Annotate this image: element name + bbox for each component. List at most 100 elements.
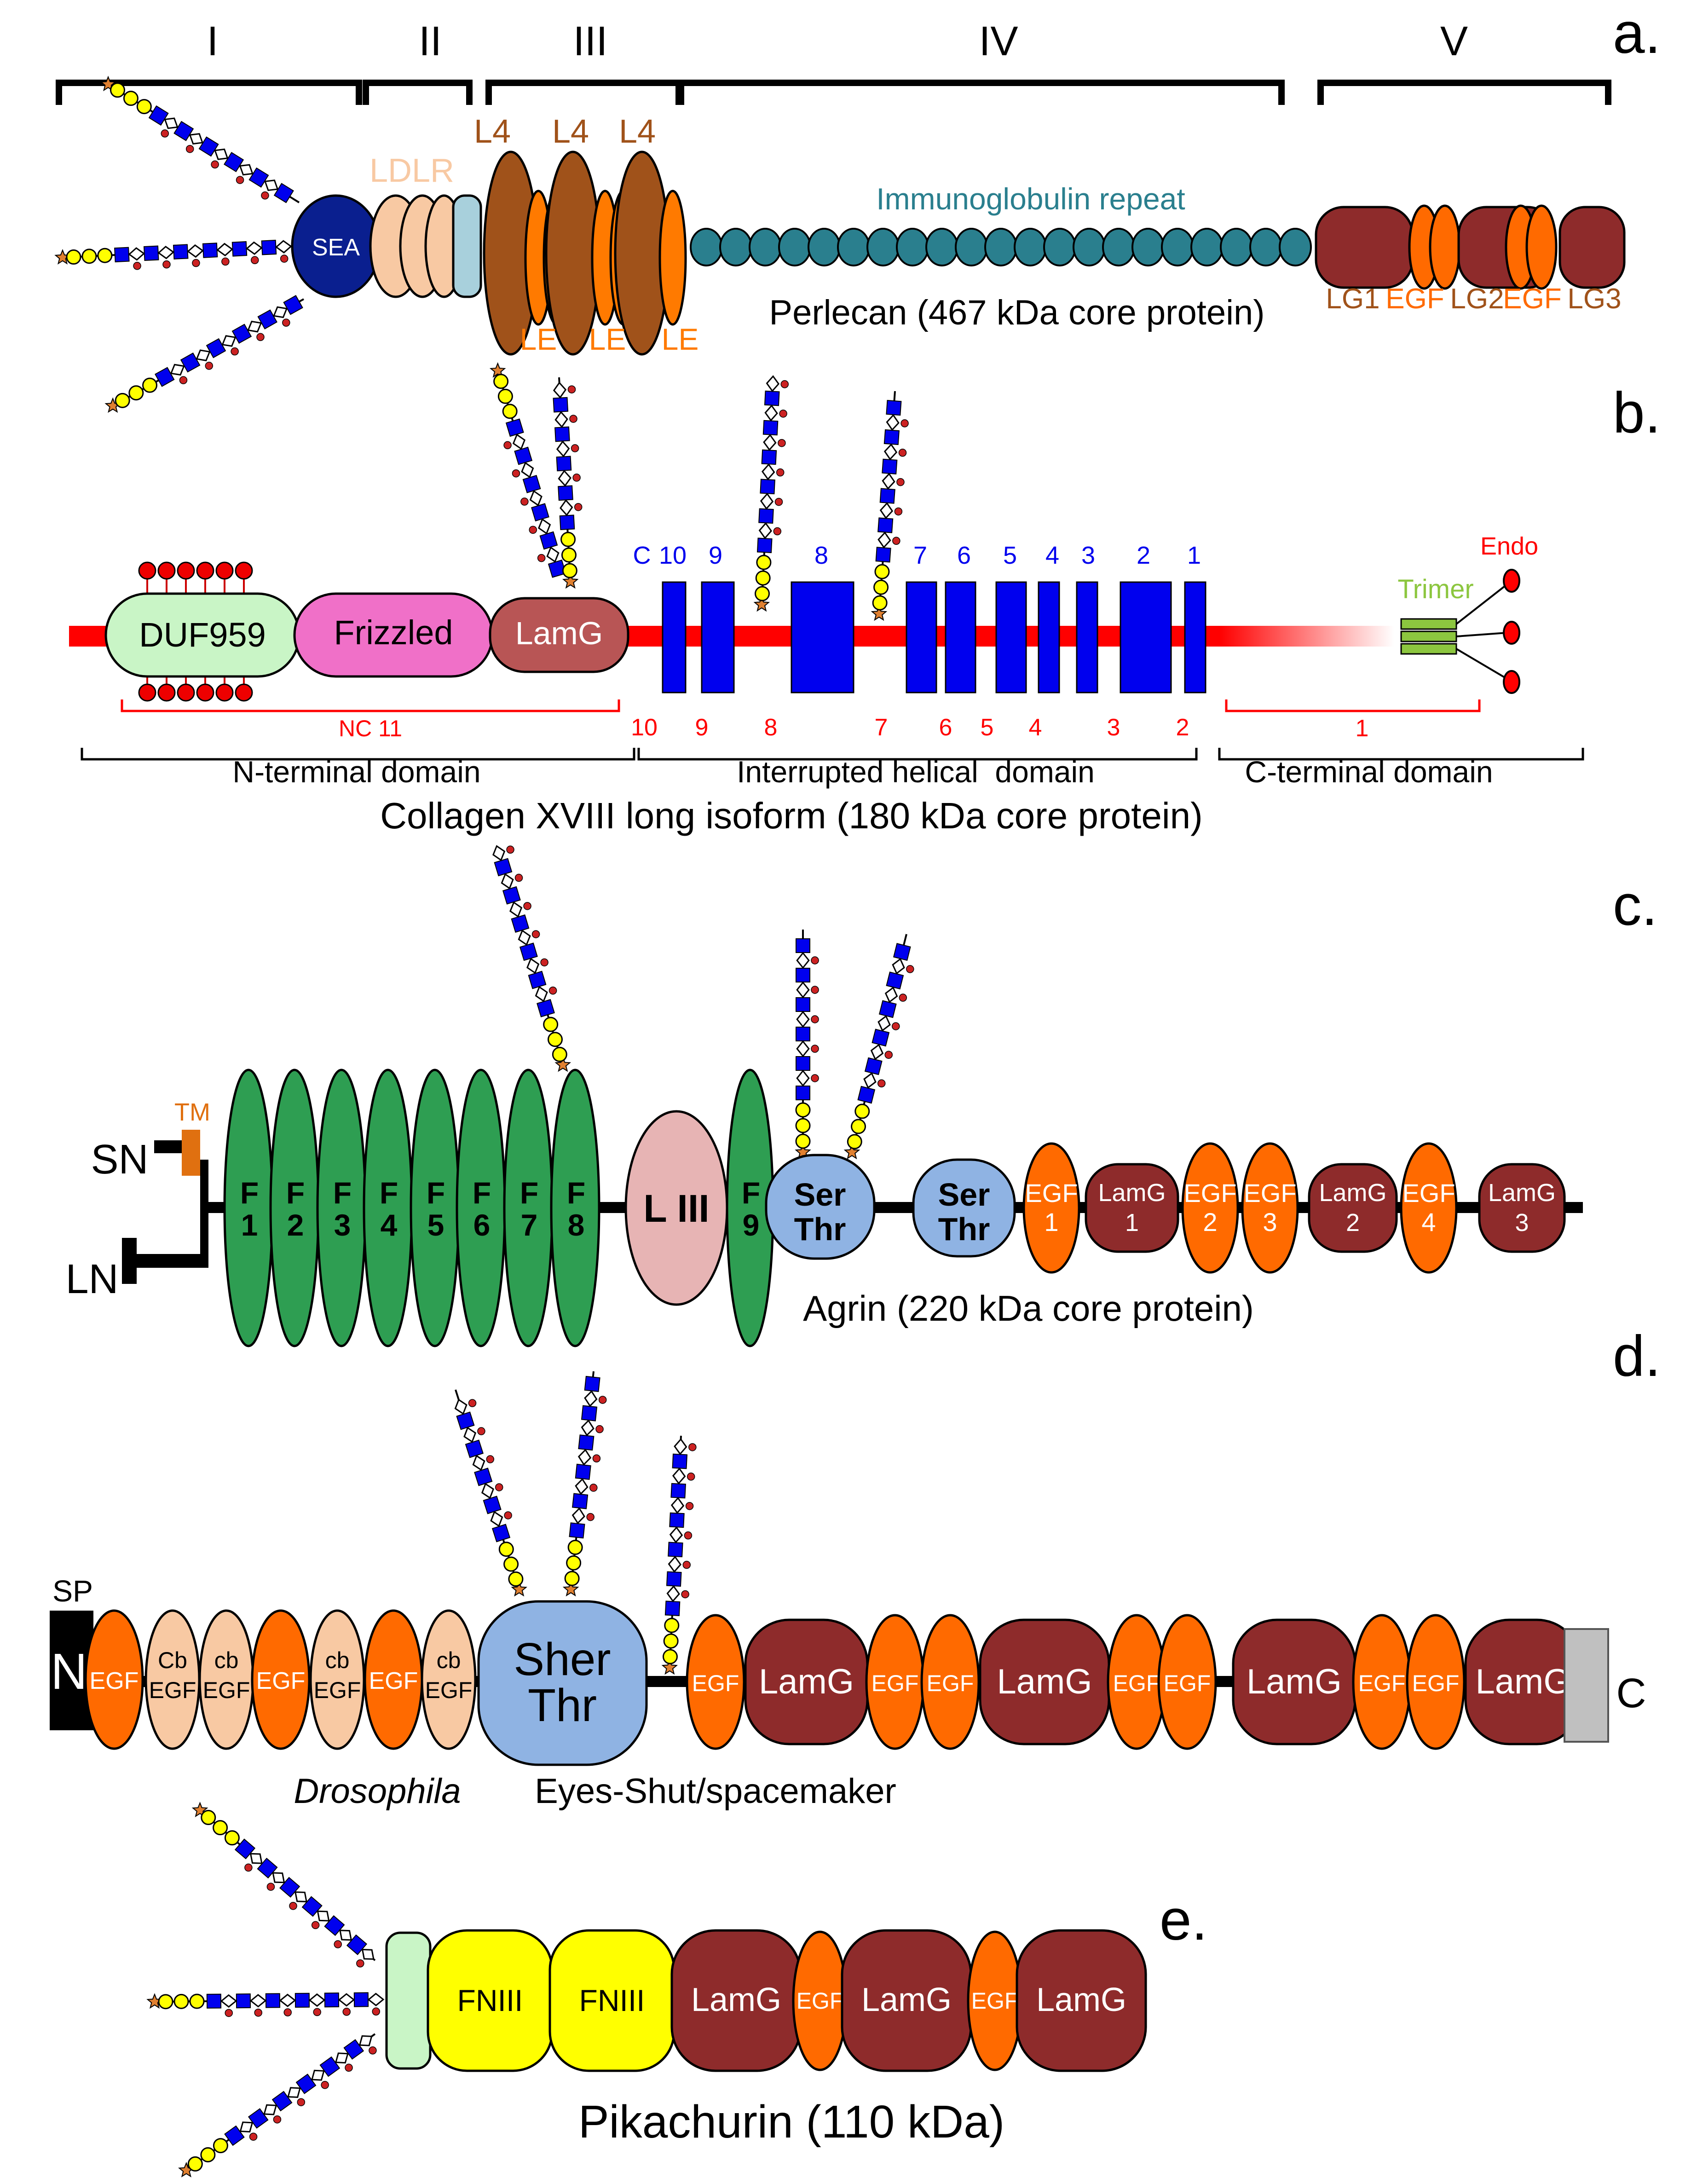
c-domain-label: C-terminal domain xyxy=(1245,755,1493,789)
ldlr-label: LDLR xyxy=(369,152,454,189)
ig-label: Immunoglobulin repeat xyxy=(876,182,1185,216)
f-letter: F xyxy=(473,1176,491,1210)
uronic-acid-diamond-icon xyxy=(335,2052,349,2064)
sulfate-dot-icon xyxy=(586,1513,595,1521)
egf-label: EGF xyxy=(1183,1179,1236,1208)
cb-label: cb xyxy=(325,1647,350,1673)
glcnac-square-icon xyxy=(301,1896,323,1917)
glcnac-square-icon xyxy=(248,2108,269,2129)
egf-label: EGF xyxy=(872,1670,919,1696)
egf-label: EGF xyxy=(1402,1179,1455,1208)
collagen-number: 8 xyxy=(814,542,828,569)
sulfate-dot-icon xyxy=(572,474,581,482)
glcnac-square-icon xyxy=(796,938,810,953)
l4-label: L4 xyxy=(619,113,656,150)
egf-domain xyxy=(1525,204,1558,290)
galactose-circle-icon xyxy=(851,1119,866,1134)
ser-thr-domain xyxy=(765,1154,876,1260)
glcnac-square-icon xyxy=(559,514,575,531)
lamg-label: LamG xyxy=(1488,1179,1556,1207)
sulfate-dot-icon xyxy=(273,2115,282,2124)
glcnac-square-icon xyxy=(206,1993,222,2009)
xylose-star-icon xyxy=(489,362,506,378)
glcnac-square-icon xyxy=(114,247,130,263)
uronic-acid-diamond-icon xyxy=(196,349,211,362)
uronic-acid-diamond-icon xyxy=(763,434,777,451)
pikachurin-n-module xyxy=(385,1931,432,2070)
ig-repeat xyxy=(1220,228,1253,266)
glcnac-square-icon xyxy=(206,338,226,358)
f9-number: 9 xyxy=(743,1208,760,1242)
glcnac-square-icon xyxy=(886,400,902,416)
uronic-acid-diamond-icon xyxy=(221,335,237,347)
sulfate-dot-icon xyxy=(892,1022,900,1030)
sulfate-dot-icon xyxy=(205,362,214,370)
egf-label: EGF xyxy=(425,1677,473,1703)
glcnac-square-icon xyxy=(758,508,774,524)
glcnac-square-icon xyxy=(882,458,898,474)
ig-repeat xyxy=(1131,228,1165,266)
nc11-bracket xyxy=(121,699,620,712)
f-letter: F xyxy=(286,1176,305,1210)
glcnac-square-icon xyxy=(346,1934,368,1955)
uronic-acid-diamond-icon xyxy=(571,1507,585,1525)
eys-title-italic: Drosophila xyxy=(294,1772,461,1811)
uronic-acid-diamond-icon xyxy=(501,873,514,890)
uronic-acid-diamond-icon xyxy=(758,522,773,539)
glcnac-square-icon xyxy=(261,239,277,255)
ig-repeat xyxy=(955,228,988,266)
uronic-acid-diamond-icon xyxy=(490,1511,503,1527)
glcnac-square-icon xyxy=(672,1453,688,1469)
galactose-circle-icon xyxy=(142,377,158,393)
uronic-acid-diamond-icon xyxy=(796,1040,810,1057)
lamg-label: LamG xyxy=(1036,1982,1126,2018)
o-glycan-icon xyxy=(157,683,176,702)
ig-repeats xyxy=(690,228,1312,266)
lamg-label: LamG xyxy=(1476,1662,1571,1701)
uronic-acid-diamond-icon xyxy=(249,1993,267,2008)
sulfate-dot-icon xyxy=(540,958,548,967)
glcnac-square-icon xyxy=(180,352,201,373)
gag-chain xyxy=(661,1435,697,1675)
sulfate-dot-icon xyxy=(231,347,239,356)
sulfate-dot-icon xyxy=(896,478,905,486)
ig-repeat xyxy=(778,228,811,266)
gag-chain xyxy=(191,1802,376,1968)
sulfate-dot-icon xyxy=(537,554,546,562)
follistatin-domain xyxy=(550,1069,600,1347)
sulfate-dot-icon xyxy=(571,444,579,452)
uronic-acid-diamond-icon xyxy=(674,1438,687,1456)
n-domain-label: N-terminal domain xyxy=(232,755,480,789)
ig-repeat xyxy=(690,228,723,266)
uronic-acid-diamond-icon xyxy=(882,473,895,490)
gag-chain xyxy=(54,239,295,270)
uronic-acid-diamond-icon xyxy=(879,502,894,519)
o-glycan-icon xyxy=(177,683,195,702)
glcnac-square-icon xyxy=(878,1000,897,1018)
galactose-circle-icon xyxy=(136,99,152,115)
sulfate-dot-icon xyxy=(280,254,289,263)
collagen-title: Collagen XVIII long isoform (180 kDa cor… xyxy=(380,795,1203,836)
sulfate-dot-icon xyxy=(504,1511,512,1520)
tm-label: TM xyxy=(174,1098,210,1126)
glcnac-square-icon xyxy=(569,1522,585,1539)
uronic-acid-diamond-icon xyxy=(764,404,778,422)
l-iii-label: L III xyxy=(643,1187,709,1230)
sulfate-dot-icon xyxy=(225,2009,233,2017)
glcnac-square-icon xyxy=(762,420,779,436)
lamg-number: 3 xyxy=(1515,1209,1529,1236)
glcnac-square-icon xyxy=(883,429,900,445)
sulfate-dot-icon xyxy=(523,902,531,910)
glcnac-square-icon xyxy=(279,1877,300,1898)
sulfate-dot-icon xyxy=(569,415,577,423)
lg1-label: LG1 xyxy=(1326,283,1380,315)
collagen-number: 3 xyxy=(1081,542,1095,569)
frizzled-label: Frizzled xyxy=(334,613,453,652)
ln-bar xyxy=(131,1254,208,1268)
galactose-circle-icon xyxy=(754,586,770,601)
glcnac-square-icon xyxy=(554,426,570,442)
glcnac-square-icon xyxy=(519,942,538,961)
glcnac-square-icon xyxy=(236,1993,251,2009)
egf-label: EGF xyxy=(1358,1670,1406,1696)
